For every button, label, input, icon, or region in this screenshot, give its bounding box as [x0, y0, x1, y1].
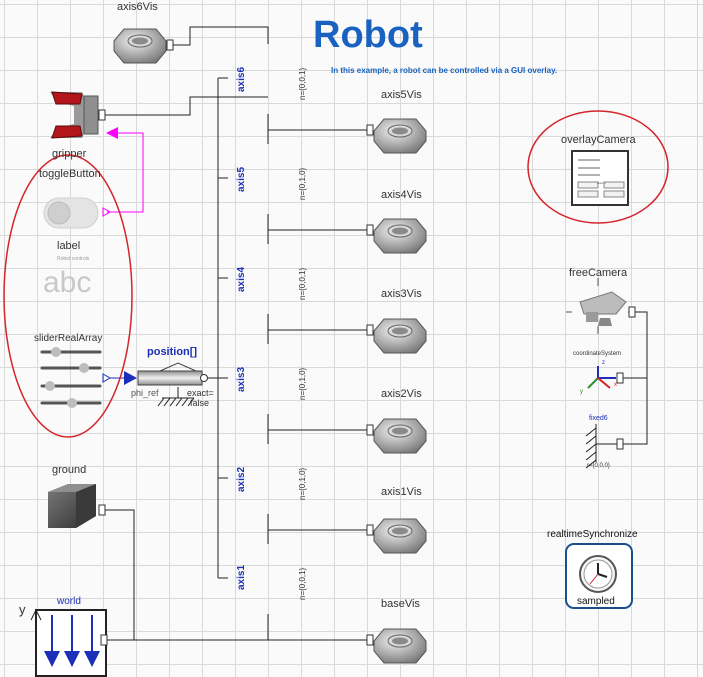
sliderrealarray-label: sliderRealArray	[34, 333, 103, 344]
axis3-name: axis3	[236, 366, 247, 392]
fixed6-label: fixed6	[589, 415, 608, 422]
camera-icon	[566, 278, 634, 334]
overlaycamera-label: overlayCamera	[561, 134, 636, 146]
coordinatesystem-label: coordinateSystem	[573, 351, 622, 357]
robot-controls-text: Robot controls	[57, 256, 90, 262]
axis5vis-label: axis5Vis	[381, 89, 422, 101]
axis2-n: n={0,1,0}	[298, 467, 307, 500]
togglebutton-label: toggleButton	[39, 168, 101, 180]
exact-label: exact=	[187, 388, 214, 398]
axis2vis-label: axis2Vis	[381, 388, 422, 400]
axis6vis-label: axis6Vis	[117, 1, 158, 13]
basevis-label: baseVis	[381, 598, 420, 610]
exact-value: false	[190, 398, 210, 408]
axis3vis-label: axis3Vis	[381, 288, 422, 300]
axis6-name: axis6	[236, 66, 247, 92]
axis1-n: n={0,0,1}	[298, 567, 307, 600]
axis1-name: axis1	[236, 564, 247, 590]
position-label: position[]	[147, 346, 198, 358]
coord-x-label: x	[614, 382, 617, 388]
axis4-name: axis4	[236, 266, 247, 292]
overlay-button-text: Button	[597, 181, 606, 185]
ground-label: ground	[52, 464, 87, 476]
phi-ref-label: phi_ref	[131, 388, 159, 398]
fixed6-r-label: r={0,0,0}	[587, 463, 610, 469]
axis3-n: n={0,1,0}	[298, 367, 307, 400]
axis5-n: n={0,1,0}	[298, 167, 307, 200]
world-label: world	[57, 596, 81, 607]
coord-y-label: y	[580, 389, 583, 395]
axis6-n: n={0,0,1}	[298, 67, 307, 100]
axis5-name: axis5	[236, 166, 247, 192]
world-y-label: y	[19, 602, 26, 617]
axis1vis-label: axis1Vis	[381, 486, 422, 498]
sampled-label: sampled	[577, 596, 615, 607]
axis4vis-label: axis4Vis	[381, 189, 422, 201]
freecamera-label: freeCamera	[569, 267, 628, 279]
axis2-name: axis2	[236, 466, 247, 492]
label-component-label: label	[57, 240, 81, 252]
realtimesynchronize-label: realtimeSynchronize	[547, 529, 638, 540]
coord-z-label: z	[602, 360, 605, 366]
abc-text: abc	[43, 266, 92, 299]
diagram-title: Robot	[313, 14, 423, 56]
axis4-n: n={0,0,1}	[298, 267, 307, 300]
gripper-icon[interactable]	[50, 91, 99, 139]
diagram-subtitle: In this example, a robot can be controll…	[331, 66, 558, 75]
gripper-label: gripper	[52, 148, 87, 160]
